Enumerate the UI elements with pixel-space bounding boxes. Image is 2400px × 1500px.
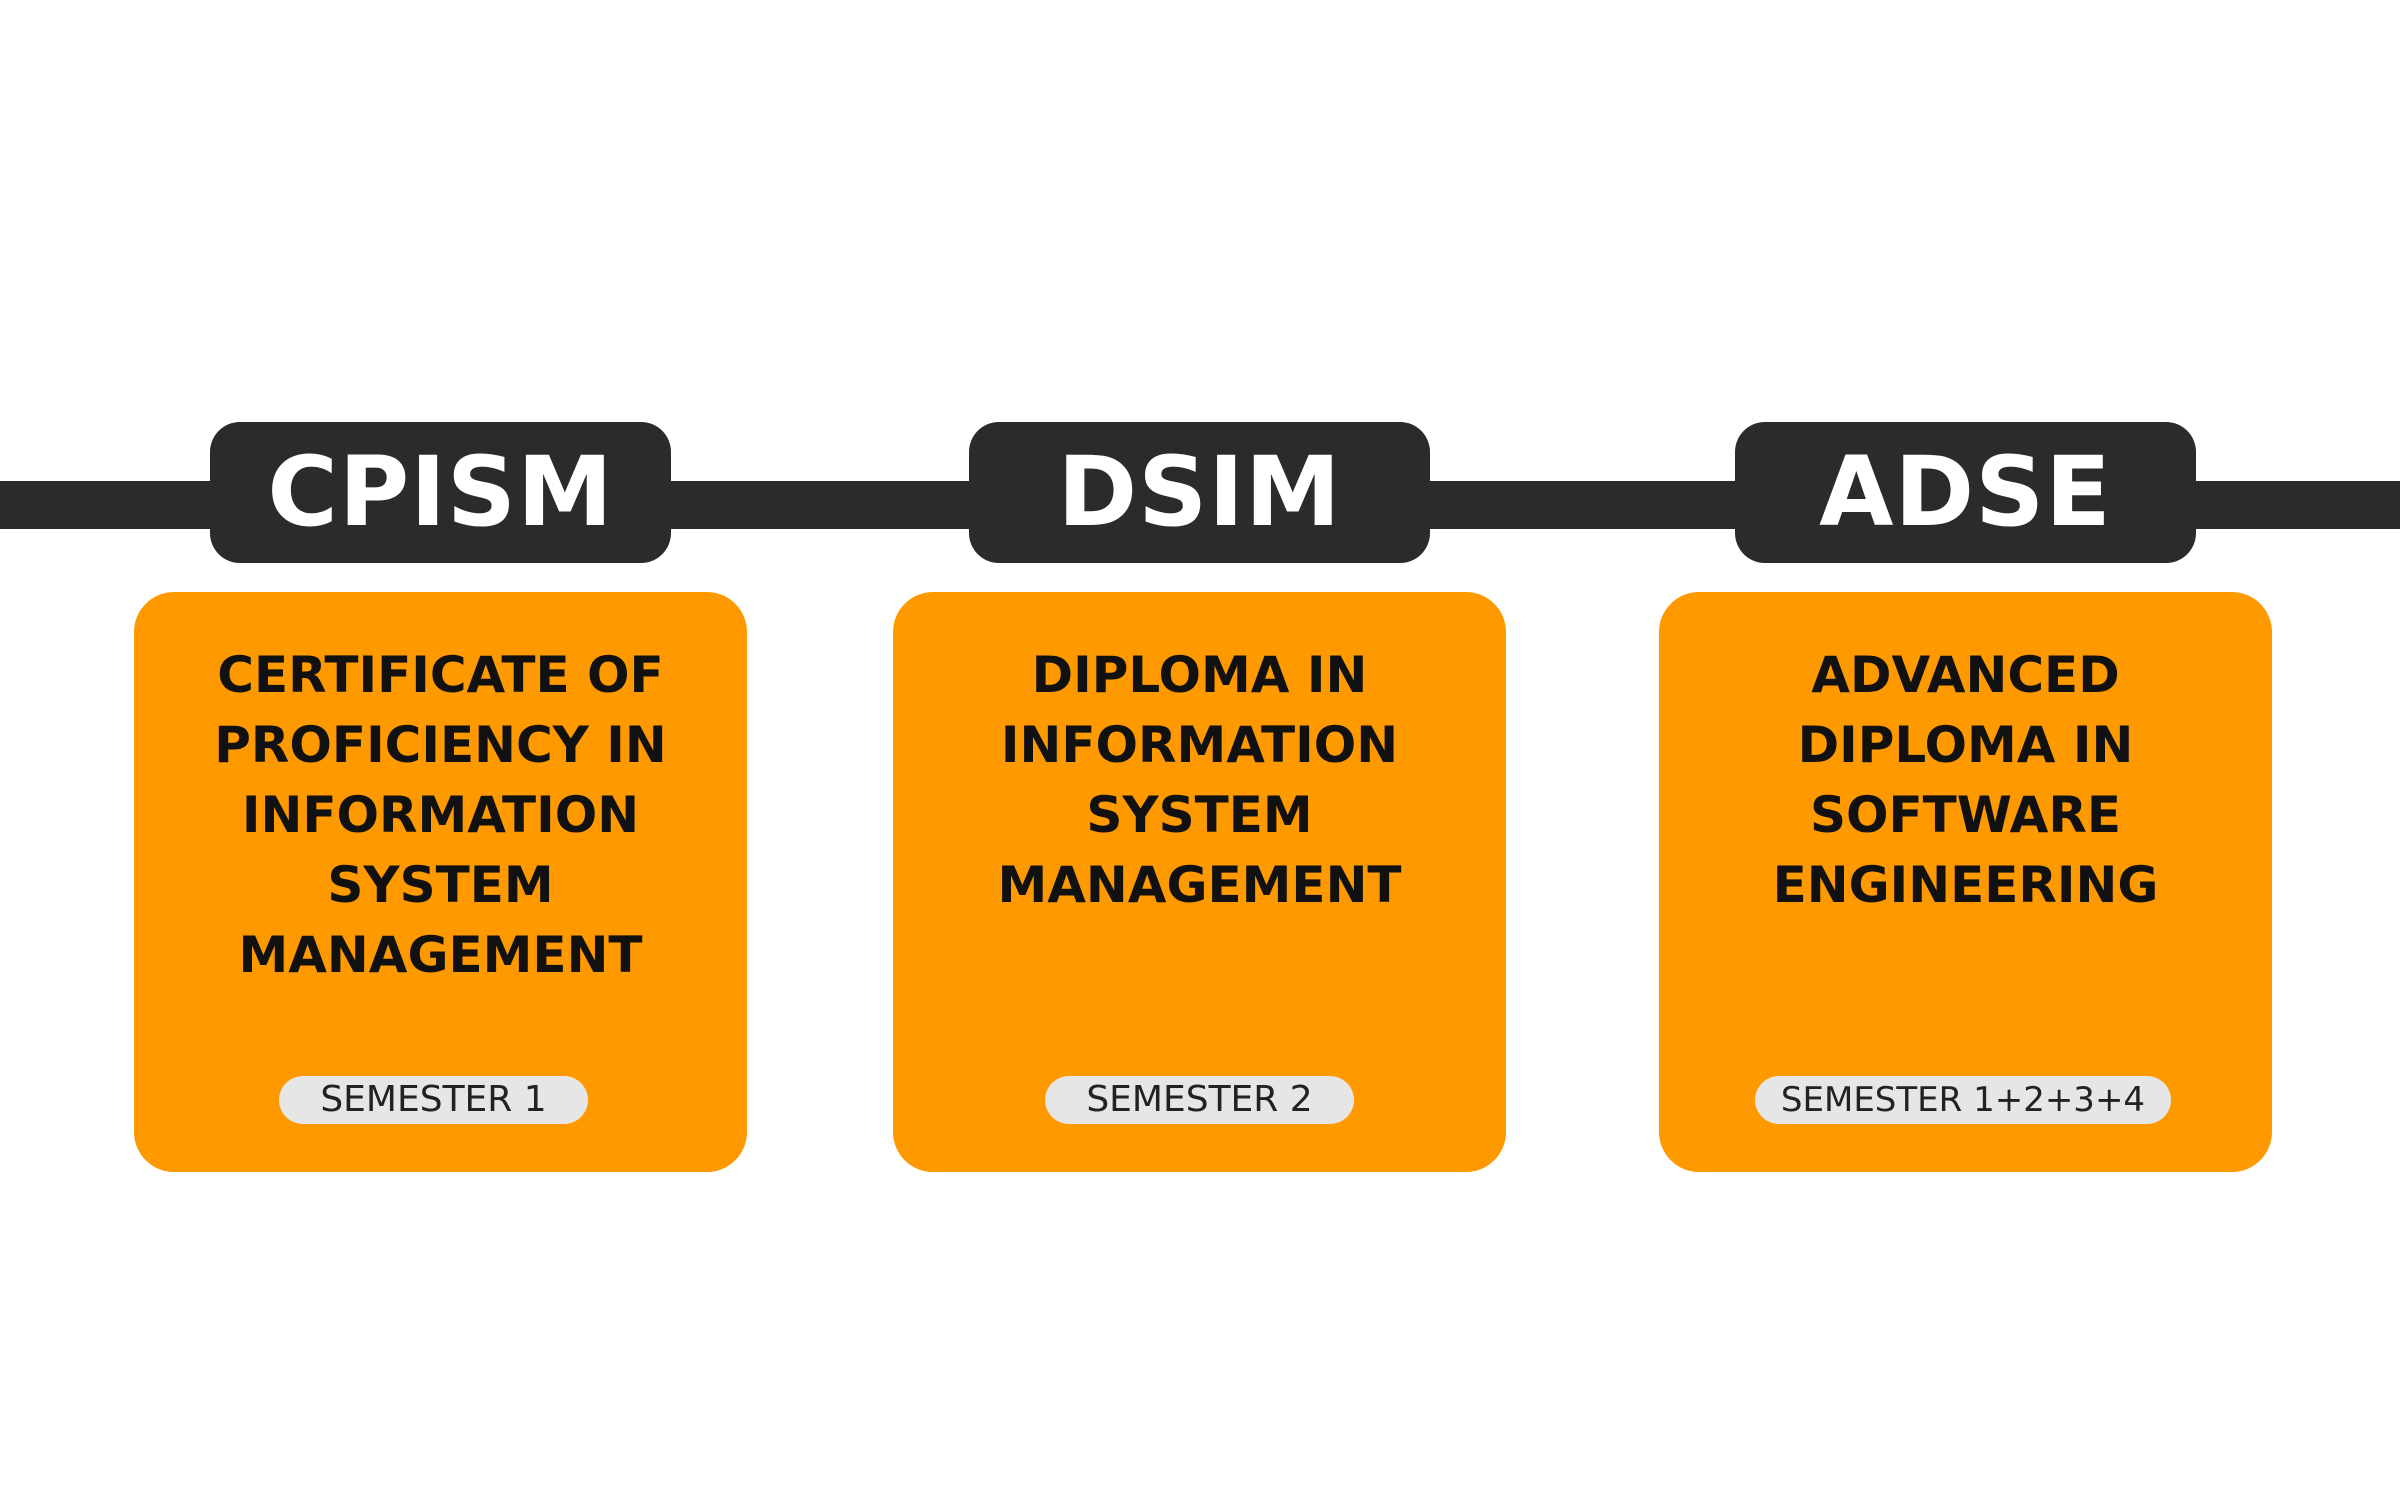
semester-badge: SEMESTER 1 [279,1076,588,1124]
semester-badge: SEMESTER 1+2+3+4 [1755,1076,2171,1124]
program-title: CERTIFICATE OF PROFICIENCY IN INFORMATIO… [214,646,667,984]
program-title: ADVANCED DIPLOMA IN SOFTWARE ENGINEERING [1772,646,2159,914]
program-card: ADVANCED DIPLOMA IN SOFTWARE ENGINEERING… [1659,592,2272,1172]
program-code-pill: ADSE [1735,422,2196,563]
program-card: CERTIFICATE OF PROFICIENCY IN INFORMATIO… [134,592,747,1172]
program-card: DIPLOMA IN INFORMATION SYSTEM MANAGEMENT… [893,592,1506,1172]
stage-dsim: DSIM DIPLOMA IN INFORMATION SYSTEM MANAG… [893,0,1506,1500]
program-code-pill: DSIM [969,422,1430,563]
semester-badge: SEMESTER 2 [1045,1076,1354,1124]
stage-adse: ADSE ADVANCED DIPLOMA IN SOFTWARE ENGINE… [1659,0,2272,1500]
program-title: DIPLOMA IN INFORMATION SYSTEM MANAGEMENT [997,646,1402,914]
program-code-pill: CPISM [210,422,671,563]
stage-cpism: CPISM CERTIFICATE OF PROFICIENCY IN INFO… [134,0,747,1500]
